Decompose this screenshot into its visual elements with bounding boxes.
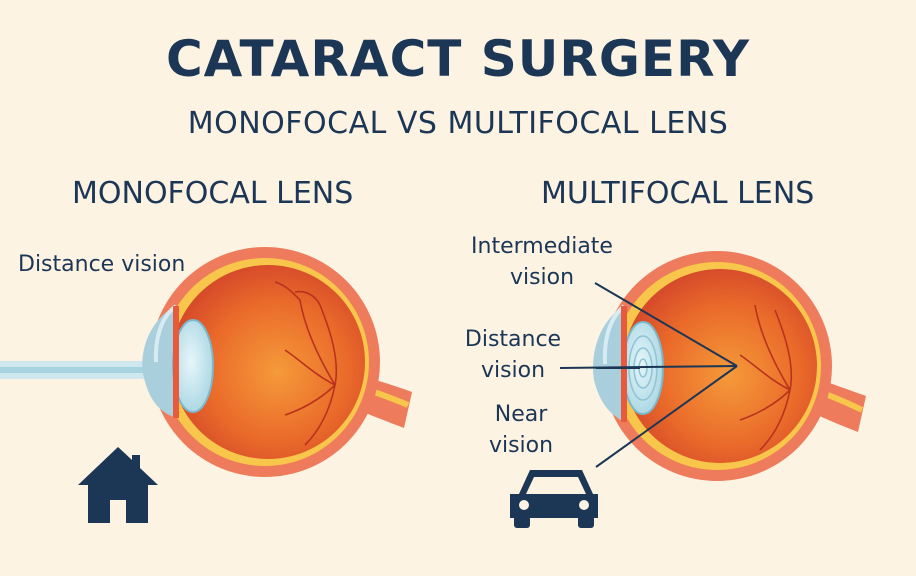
cornea [142,306,176,418]
page-title: CATARACT SURGERY [165,30,751,88]
retina [171,265,365,459]
blood-vessels [274,281,338,446]
house-icon [78,447,158,523]
near-line2: vision [488,433,554,458]
near-line1: Near [494,402,548,427]
distance-vision-label-multi: Distance vision [458,324,568,386]
car-icon [510,470,598,528]
monofocal-heading: MONOFOCAL LENS [72,176,354,211]
distance-line2: vision [480,358,546,383]
monofocal-eye [0,247,412,477]
distance-vision-label-mono: Distance vision [18,252,186,277]
intermediate-line2: vision [509,265,575,290]
intermediate-vision-label: Intermediate vision [462,231,622,293]
page-subtitle: MONOFOCAL VS MULTIFOCAL LENS [187,106,729,141]
distance-line1: Distance [464,327,562,352]
pointer-lines [559,282,738,468]
near-vision-label: Near vision [476,399,566,461]
cornea-right [593,306,624,422]
intermediate-line1: Intermediate [471,234,613,259]
multifocal-heading: MULTIFOCAL LENS [541,176,815,211]
